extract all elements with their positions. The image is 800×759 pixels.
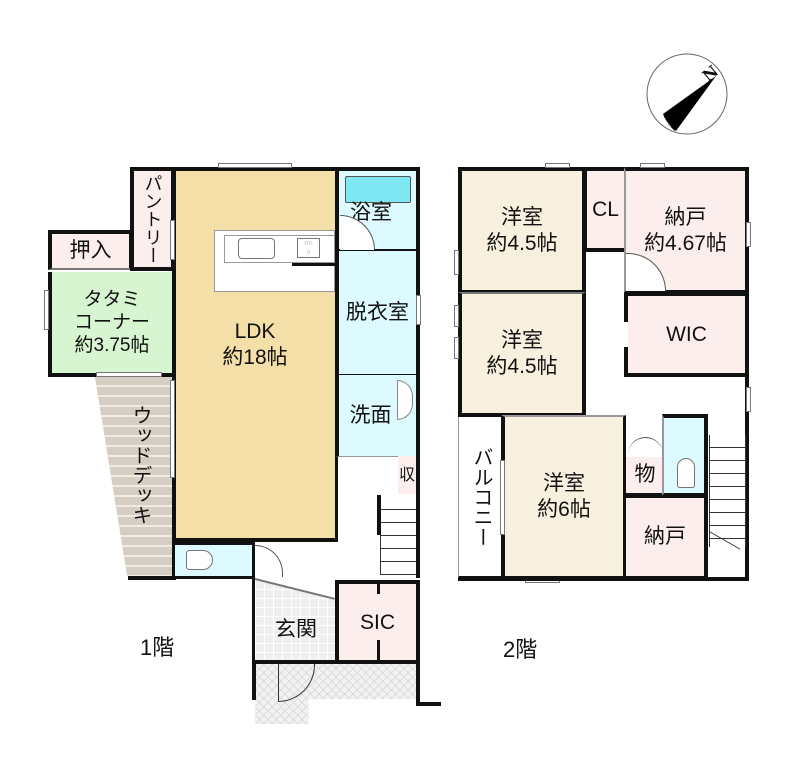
- room-ldk: [172, 167, 338, 542]
- room-label: LDK: [234, 320, 276, 343]
- room-label: タタミ: [83, 289, 141, 310]
- wall: [252, 660, 420, 664]
- floor-1-label: 1階: [140, 635, 175, 660]
- sink-icon: [238, 238, 275, 259]
- wall: [377, 580, 380, 594]
- window: [746, 387, 751, 412]
- room-size: 約18帖: [222, 346, 288, 369]
- window: [218, 163, 292, 168]
- room-label: 浴室: [350, 201, 392, 224]
- window: [96, 372, 162, 377]
- room-label: 洋室: [543, 471, 585, 495]
- room-size: 約6帖: [537, 497, 591, 521]
- balcony: バルコニー: [458, 417, 503, 580]
- north-arrow-icon: [646, 53, 728, 135]
- wall: [416, 660, 420, 705]
- room-mono-storage: 物: [626, 457, 664, 497]
- window: [746, 222, 751, 247]
- window: [170, 220, 175, 260]
- wood-deck-label-wrap: ウッドデッキ: [125, 405, 155, 545]
- window: [640, 163, 665, 168]
- staircase-floor2: [709, 435, 746, 547]
- mono-double-door[interactable]: [628, 437, 663, 457]
- room-nando-2: 納戸: [626, 495, 708, 580]
- room-wic: WIC: [624, 292, 749, 377]
- room-label: パントリー: [142, 174, 163, 264]
- room-label: 洋室: [501, 328, 543, 352]
- wall: [745, 375, 749, 580]
- room-oshiire: 押入: [48, 230, 133, 270]
- room-label: 洗面: [349, 403, 392, 427]
- room-label: 収: [398, 466, 415, 484]
- room-entrance: 玄関: [253, 580, 337, 662]
- wic-opening: [622, 322, 628, 347]
- room-toilet-floor1: [172, 541, 255, 579]
- window: [454, 337, 459, 359]
- room-label: ウッドデッキ: [129, 405, 151, 525]
- room-size: 約4.5帖: [486, 354, 558, 378]
- wall: [458, 577, 749, 581]
- room-size: 約3.75帖: [74, 335, 150, 356]
- room-label: 納戸: [664, 205, 707, 229]
- floor-2-label: 2階: [503, 637, 538, 662]
- room-pantry: パントリー: [130, 167, 175, 271]
- room-label: 脱衣室: [346, 300, 409, 324]
- room-dressing: 脱衣室: [336, 251, 420, 377]
- wall: [377, 495, 381, 535]
- wall: [377, 640, 380, 662]
- room-tatami-corner: タタミ コーナー 約3.75帖: [48, 272, 176, 377]
- room-label: WIC: [666, 322, 707, 346]
- room-size: 約4.5帖: [486, 231, 558, 255]
- window: [545, 163, 570, 168]
- room-label: 納戸: [644, 525, 686, 548]
- room-label: 押入: [69, 239, 112, 262]
- wall: [416, 456, 420, 578]
- staircase-floor1: [380, 497, 418, 575]
- wall: [128, 576, 176, 580]
- room-label: バルコニー: [470, 446, 492, 547]
- room-label: コーナー: [73, 312, 150, 333]
- stove-icon: ○○○: [297, 238, 320, 258]
- room-closet: CL: [584, 167, 626, 252]
- window: [454, 305, 459, 327]
- room-label: 洋室: [501, 205, 543, 229]
- window: [500, 460, 505, 535]
- room-label: SIC: [359, 611, 395, 634]
- ldk-label: LDK 約18帖: [172, 310, 338, 380]
- window: [416, 295, 421, 325]
- room-western-1: 洋室 約4.5帖: [458, 167, 586, 293]
- room-western-3: 洋室 約6帖: [501, 415, 626, 580]
- window: [170, 380, 175, 478]
- wall: [252, 541, 255, 663]
- wall: [416, 702, 441, 706]
- window: [454, 250, 459, 275]
- toilet-icon: [677, 458, 695, 488]
- bath-label: 浴室: [350, 200, 392, 226]
- room-western-2: 洋室 約4.5帖: [458, 292, 586, 417]
- room-label: CL: [592, 197, 619, 221]
- wall: [252, 660, 256, 700]
- window: [44, 290, 49, 330]
- wall: [292, 263, 338, 266]
- toilet-door[interactable]: [255, 545, 283, 577]
- room-label: 物: [634, 463, 656, 486]
- room-label: 玄関: [275, 618, 317, 641]
- toilet-icon: [186, 550, 213, 570]
- compass: N: [645, 52, 729, 136]
- room-size: 約4.67帖: [644, 231, 727, 255]
- bathtub-icon: [345, 176, 411, 203]
